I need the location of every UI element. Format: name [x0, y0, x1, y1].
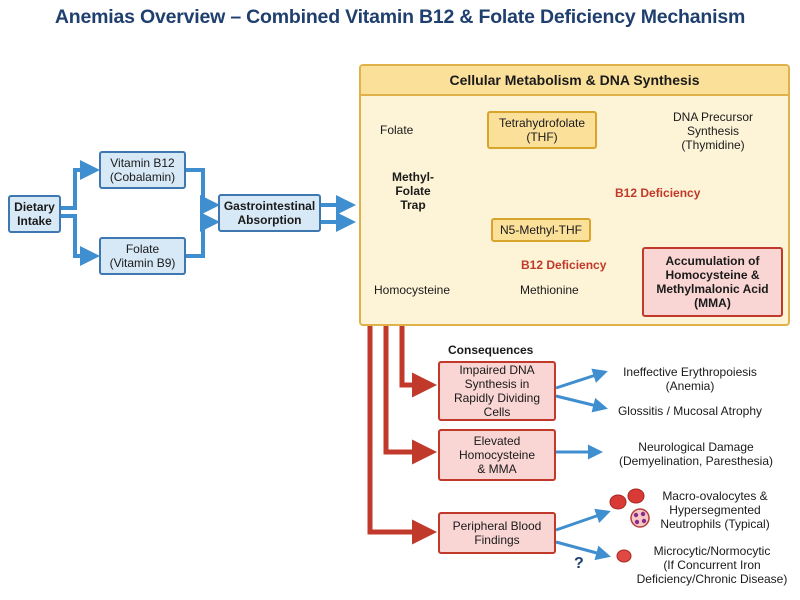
- dna-precursor-label: DNA Precursor Synthesis (Thymidine): [672, 110, 754, 152]
- n5-methyl-thf-box: N5-Methyl-THF: [491, 218, 591, 242]
- microcytic-label: Microcytic/Normocytic (If Concurrent Iro…: [636, 544, 788, 586]
- accumulation-box: Accumulation of Homocysteine & Methylmal…: [642, 247, 783, 317]
- neutrophil-icon: [630, 508, 650, 528]
- elevated-homocysteine-box: Elevated Homocysteine & MMA: [438, 429, 556, 481]
- consequences-heading: Consequences: [448, 343, 534, 357]
- gi-absorption-box: Gastrointestinal Absorption: [218, 194, 321, 232]
- red-blood-cell-icon: [609, 488, 645, 563]
- peripheral-blood-box: Peripheral Blood Findings: [438, 512, 556, 554]
- b12-deficiency-label-1: B12 Deficiency: [615, 186, 701, 200]
- glossitis-label: Glossitis / Mucosal Atrophy: [617, 404, 763, 418]
- methionine-label: Methionine: [520, 283, 579, 297]
- thf-box: Tetrahydrofolate (THF): [487, 111, 597, 149]
- outcome-arrows: [555, 368, 611, 561]
- neurological-label: Neurological Damage (Demyelination, Pare…: [618, 440, 774, 468]
- homocysteine-label: Homocysteine: [374, 283, 451, 297]
- question-mark: ?: [574, 555, 584, 572]
- methyl-folate-trap-label: Methyl-Folate Trap: [392, 170, 434, 212]
- b12-deficiency-label-2: B12 Deficiency: [521, 258, 607, 272]
- ineffective-erythropoiesis-label: Ineffective Erythropoiesis (Anemia): [623, 365, 757, 393]
- folate-label: Folate: [380, 123, 414, 137]
- folate-source-box: Folate (Vitamin B9): [99, 237, 186, 275]
- dietary-intake-box: Dietary Intake: [8, 195, 61, 233]
- vitamin-b12-box: Vitamin B12 (Cobalamin): [99, 151, 186, 189]
- diagram-title: Anemias Overview – Combined Vitamin B12 …: [54, 6, 746, 28]
- consequence-arrows: [367, 326, 437, 545]
- macro-ovalocytes-label: Macro-ovalocytes & Hypersegmented Neutro…: [660, 489, 770, 531]
- intake-branch-arrows: [60, 160, 356, 266]
- impaired-dna-box: Impaired DNA Synthesis in Rapidly Dividi…: [438, 361, 556, 421]
- metabolism-heading: Cellular Metabolism & DNA Synthesis: [361, 66, 788, 96]
